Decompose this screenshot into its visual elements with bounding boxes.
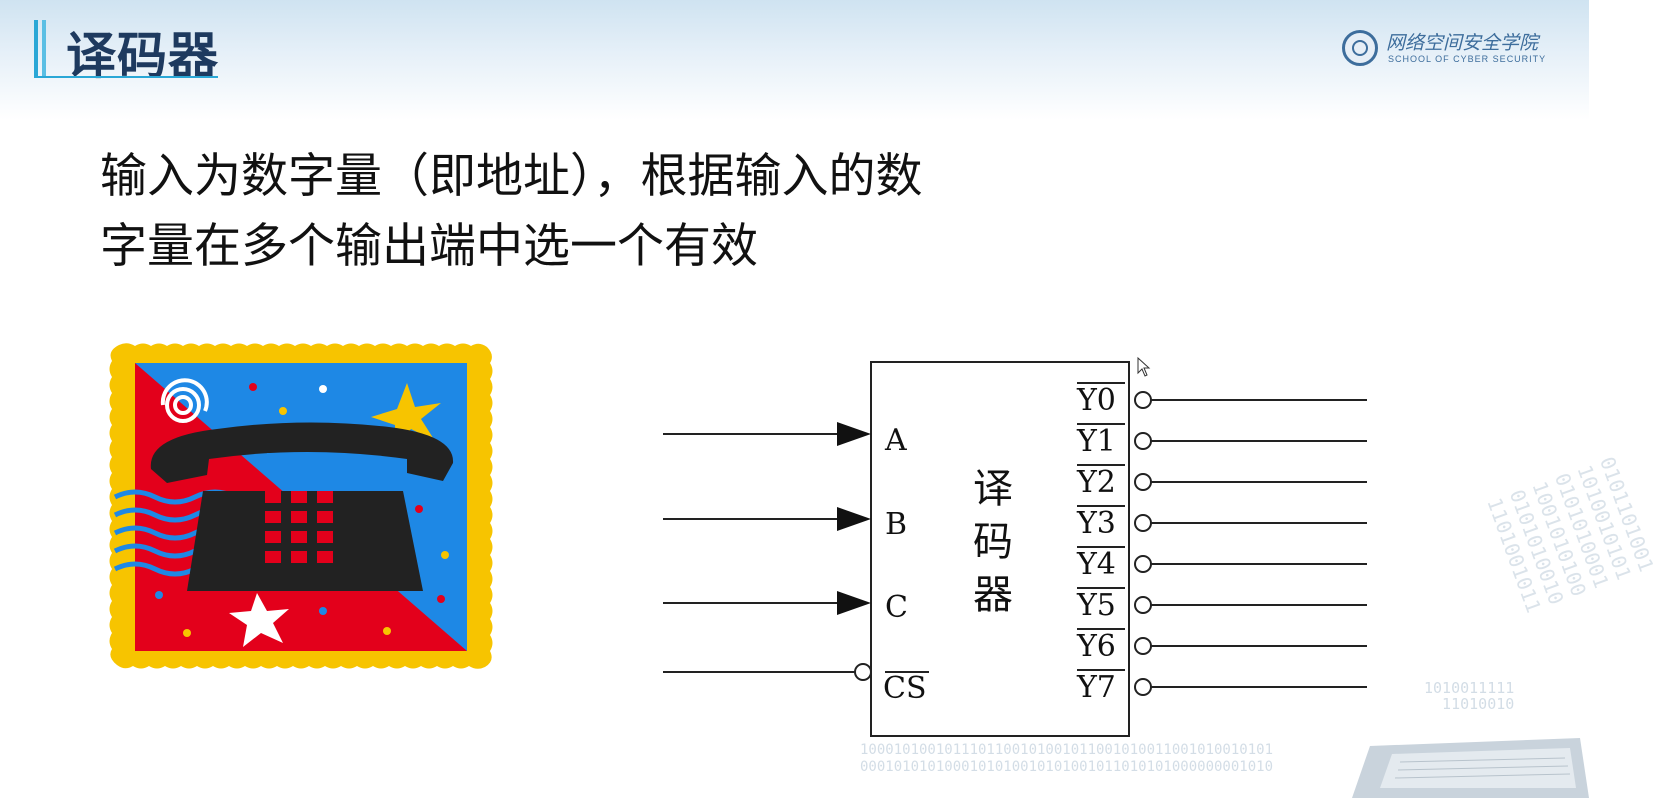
input-cs-bubble [854,663,872,681]
body-line: 字量在多个输出端中选一个有效 [100,219,758,274]
logo-text-cn: 网络空间安全学院 [1386,32,1539,54]
input-label-b: B [885,507,907,542]
output-label-y4: Y4 [1076,547,1116,582]
output-bubble [1134,555,1152,573]
output-label-y6: Y6 [1076,629,1116,664]
binary-watermark-bottom: 1000101001011101100101001011001010011001… [860,742,1274,775]
slide-title: 译码器 [66,27,219,85]
output-bubble [1134,596,1152,614]
binary-watermark-corner: 1010011111 11010010 [1424,679,1515,713]
output-bubble [1134,391,1152,409]
title-accent-bars [34,20,50,78]
decoder-label-char: 码 [973,519,1013,565]
output-label-y5: Y5 [1076,588,1116,623]
output-label-y2: Y2 [1076,465,1116,500]
slide-body-text: 输入为数字量（即地址），根据输入的数 字量在多个输出端中选一个有效 [100,142,1100,282]
input-label-a: A [884,423,907,458]
output-bubble [1134,678,1152,696]
school-logo: 网络空间安全学院 SCHOOL OF CYBER SECURITY [1338,22,1589,78]
logo-text-en: SCHOOL OF CYBER SECURITY [1388,54,1547,64]
output-label-y0: Y0 [1076,383,1116,418]
input-label-cs: CS [883,671,927,706]
input-label-c: C [885,590,908,625]
output-bubble [1134,637,1152,655]
output-bubble [1134,473,1152,491]
title-underline [34,76,218,78]
decoder-label-char: 译 [973,466,1013,512]
mouse-pointer-icon [1137,356,1151,377]
input-b-arrow [837,507,871,531]
body-line: 输入为数字量（即地址），根据输入的数 [100,149,923,204]
decoder-label-char: 器 [973,572,1013,618]
output-bubble [1134,514,1152,532]
telephone-stamp-illustration [109,343,493,669]
output-label-y1: Y1 [1076,424,1116,459]
input-a-arrow [837,422,871,446]
school-seal-icon [1342,30,1378,66]
output-label-y3: Y3 [1076,506,1116,541]
header-band [0,0,1589,120]
laptop-icon [1352,738,1589,798]
binary-watermark-right: 0101101001 1010010101 0101010001 1001010… [1482,453,1659,616]
output-bubble [1134,432,1152,450]
input-c-arrow [837,591,871,615]
output-label-y7: Y7 [1076,670,1116,705]
